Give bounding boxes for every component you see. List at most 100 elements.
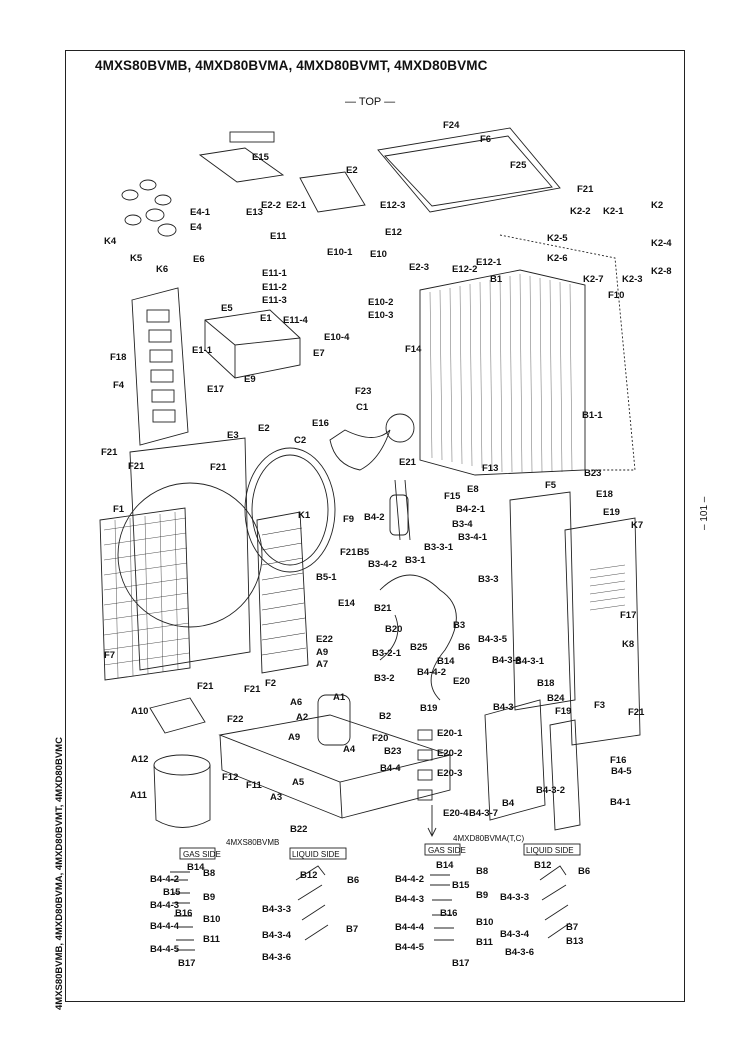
variant-b-gas-label-b4-4-4: B4-4-4 xyxy=(395,922,425,933)
variant-b-liquid-side: LIQUID SIDE xyxy=(526,846,574,855)
part-label-b3-4-1: B3-4-1 xyxy=(458,532,488,543)
variant-b-liquid-label-b12: B12 xyxy=(534,860,551,871)
heat-exchanger-shape xyxy=(419,269,586,476)
variant-a-gas-label-b4-4-4: B4-4-4 xyxy=(150,921,180,932)
part-label-e21: E21 xyxy=(399,457,417,468)
part-label-b4-3-5: B4-3-5 xyxy=(478,634,508,645)
variant-b-gas-label-b4-4-2: B4-4-2 xyxy=(395,874,424,885)
part-label-f19: F19 xyxy=(555,706,571,717)
part-label-b4-3-2: B4-3-2 xyxy=(536,785,565,796)
part-label-b4-3-8: B4-3-8 xyxy=(492,655,521,666)
part-label-b6: B6 xyxy=(458,642,470,653)
part-label-b1: B1 xyxy=(490,274,503,285)
part-label-f21: F21 xyxy=(210,462,227,473)
part-label-f7: F7 xyxy=(104,650,115,661)
fittings-k-shape xyxy=(121,179,177,237)
part-label-k2-3: K2-3 xyxy=(622,274,643,285)
part-label-e12-2: E12-2 xyxy=(452,264,477,275)
part-label-e11: E11 xyxy=(270,231,287,242)
part-label-e12-3: E12-3 xyxy=(380,200,405,211)
coil-shapes xyxy=(417,729,433,801)
part-label-e10-1: E10-1 xyxy=(327,247,353,258)
part-label-a1: A1 xyxy=(333,692,346,703)
part-label-a5: A5 xyxy=(292,777,305,788)
part-label-f21: F21 xyxy=(577,184,594,195)
insulation-top-shape xyxy=(149,697,206,734)
part-label-e11-1: E11-1 xyxy=(262,268,288,279)
part-label-f21: F21 xyxy=(340,547,357,558)
fan-blade-shape xyxy=(329,429,391,471)
part-label-e20-4: E20-4 xyxy=(443,808,469,819)
left-panel-slots xyxy=(146,309,176,423)
part-label-f21: F21 xyxy=(197,681,214,692)
switch-box-shape xyxy=(204,309,301,379)
part-label-b23: B23 xyxy=(384,746,401,757)
part-label-b4: B4 xyxy=(502,798,515,809)
variant-b-liquid-label-b6: B6 xyxy=(578,866,590,877)
part-label-b3: B3 xyxy=(453,620,465,631)
part-label-e17: E17 xyxy=(207,384,224,395)
part-label-f3: F3 xyxy=(594,700,605,711)
part-label-e10-4: E10-4 xyxy=(324,332,350,343)
variant-a-gas-label-b16: B16 xyxy=(175,908,192,919)
part-label-b1-1: B1-1 xyxy=(582,410,603,421)
part-label-k2-6: K2-6 xyxy=(547,253,568,264)
part-label-f15: F15 xyxy=(444,491,461,502)
part-label-e20: E20 xyxy=(453,676,470,687)
variant-a-gas-label-b8: B8 xyxy=(203,868,215,879)
variant-a-gas-label-b9: B9 xyxy=(203,892,215,903)
variant-a-liquid-label-b12: B12 xyxy=(300,870,317,881)
part-label-f6: F6 xyxy=(480,134,491,145)
variant-b-liquid-label-b4-3-4: B4-3-4 xyxy=(500,929,530,940)
part-label-e2-1: E2-1 xyxy=(286,200,307,211)
part-label-e10-2: E10-2 xyxy=(368,297,393,308)
part-label-b18: B18 xyxy=(537,678,554,689)
part-label-f4: F4 xyxy=(113,380,125,391)
part-label-f21: F21 xyxy=(128,461,145,472)
part-label-f21: F21 xyxy=(628,707,645,718)
part-label-f24: F24 xyxy=(443,120,460,131)
part-label-k8: K8 xyxy=(622,639,634,650)
part-label-f14: F14 xyxy=(405,344,422,355)
page-title: 4MXS80BVMB, 4MXD80BVMA, 4MXD80BVMT, 4MXD… xyxy=(95,58,488,73)
part-label-k1: K1 xyxy=(298,510,311,521)
part-label-b22: B22 xyxy=(290,824,307,835)
compressor-shape xyxy=(317,694,351,746)
part-label-b3-4-2: B3-4-2 xyxy=(368,559,397,570)
part-label-a2: A2 xyxy=(296,712,308,723)
part-label-e6: E6 xyxy=(193,254,205,265)
part-label-k6: K6 xyxy=(156,264,168,275)
part-label-a3: A3 xyxy=(270,792,282,803)
part-label-e12: E12 xyxy=(385,227,402,238)
part-label-e7: E7 xyxy=(313,348,325,359)
part-label-e2: E2 xyxy=(258,423,270,434)
valve-detail-b-shape xyxy=(430,865,571,941)
variant-a-gas-label-b15: B15 xyxy=(163,887,181,898)
part-label-f13: F13 xyxy=(482,463,498,474)
variant-b-liquid-label-b4-3-3: B4-3-3 xyxy=(500,892,529,903)
part-label-f1: F1 xyxy=(113,504,125,515)
part-label-b4-4-2: B4-4-2 xyxy=(417,667,446,678)
part-label-e10-3: E10-3 xyxy=(368,310,393,321)
variant-b-liquid-label-b13: B13 xyxy=(566,936,583,947)
part-label-b20: B20 xyxy=(385,624,402,635)
variant-a-gas-label-b14: B14 xyxy=(187,862,205,873)
variant-a-gas-label-b4-4-2: B4-4-2 xyxy=(150,874,179,885)
variant-a-liquid-label-b7: B7 xyxy=(346,924,358,935)
part-label-b4-5: B4-5 xyxy=(611,766,632,777)
part-label-a4: A4 xyxy=(343,744,356,755)
part-label-b25: B25 xyxy=(410,642,428,653)
fan-guard-shape xyxy=(244,447,336,573)
variant-b-gas-label-b4-4-3: B4-4-3 xyxy=(395,894,424,905)
variant-b-gas-label-b15: B15 xyxy=(452,880,470,891)
front-grille-shape xyxy=(99,507,191,681)
liquid-side-box-a xyxy=(289,847,347,860)
pcb-e2-shape xyxy=(299,171,366,213)
variant-b-gas-label-b10: B10 xyxy=(476,917,493,928)
part-label-b21: B21 xyxy=(374,603,392,614)
part-label-k2-7: K2-7 xyxy=(583,274,604,285)
variant-b-gas-label-b17: B17 xyxy=(452,958,469,969)
variant-a-gas-side: GAS SIDE xyxy=(183,850,221,859)
part-label-k7: K7 xyxy=(631,520,643,531)
part-label-e18: E18 xyxy=(596,489,613,500)
